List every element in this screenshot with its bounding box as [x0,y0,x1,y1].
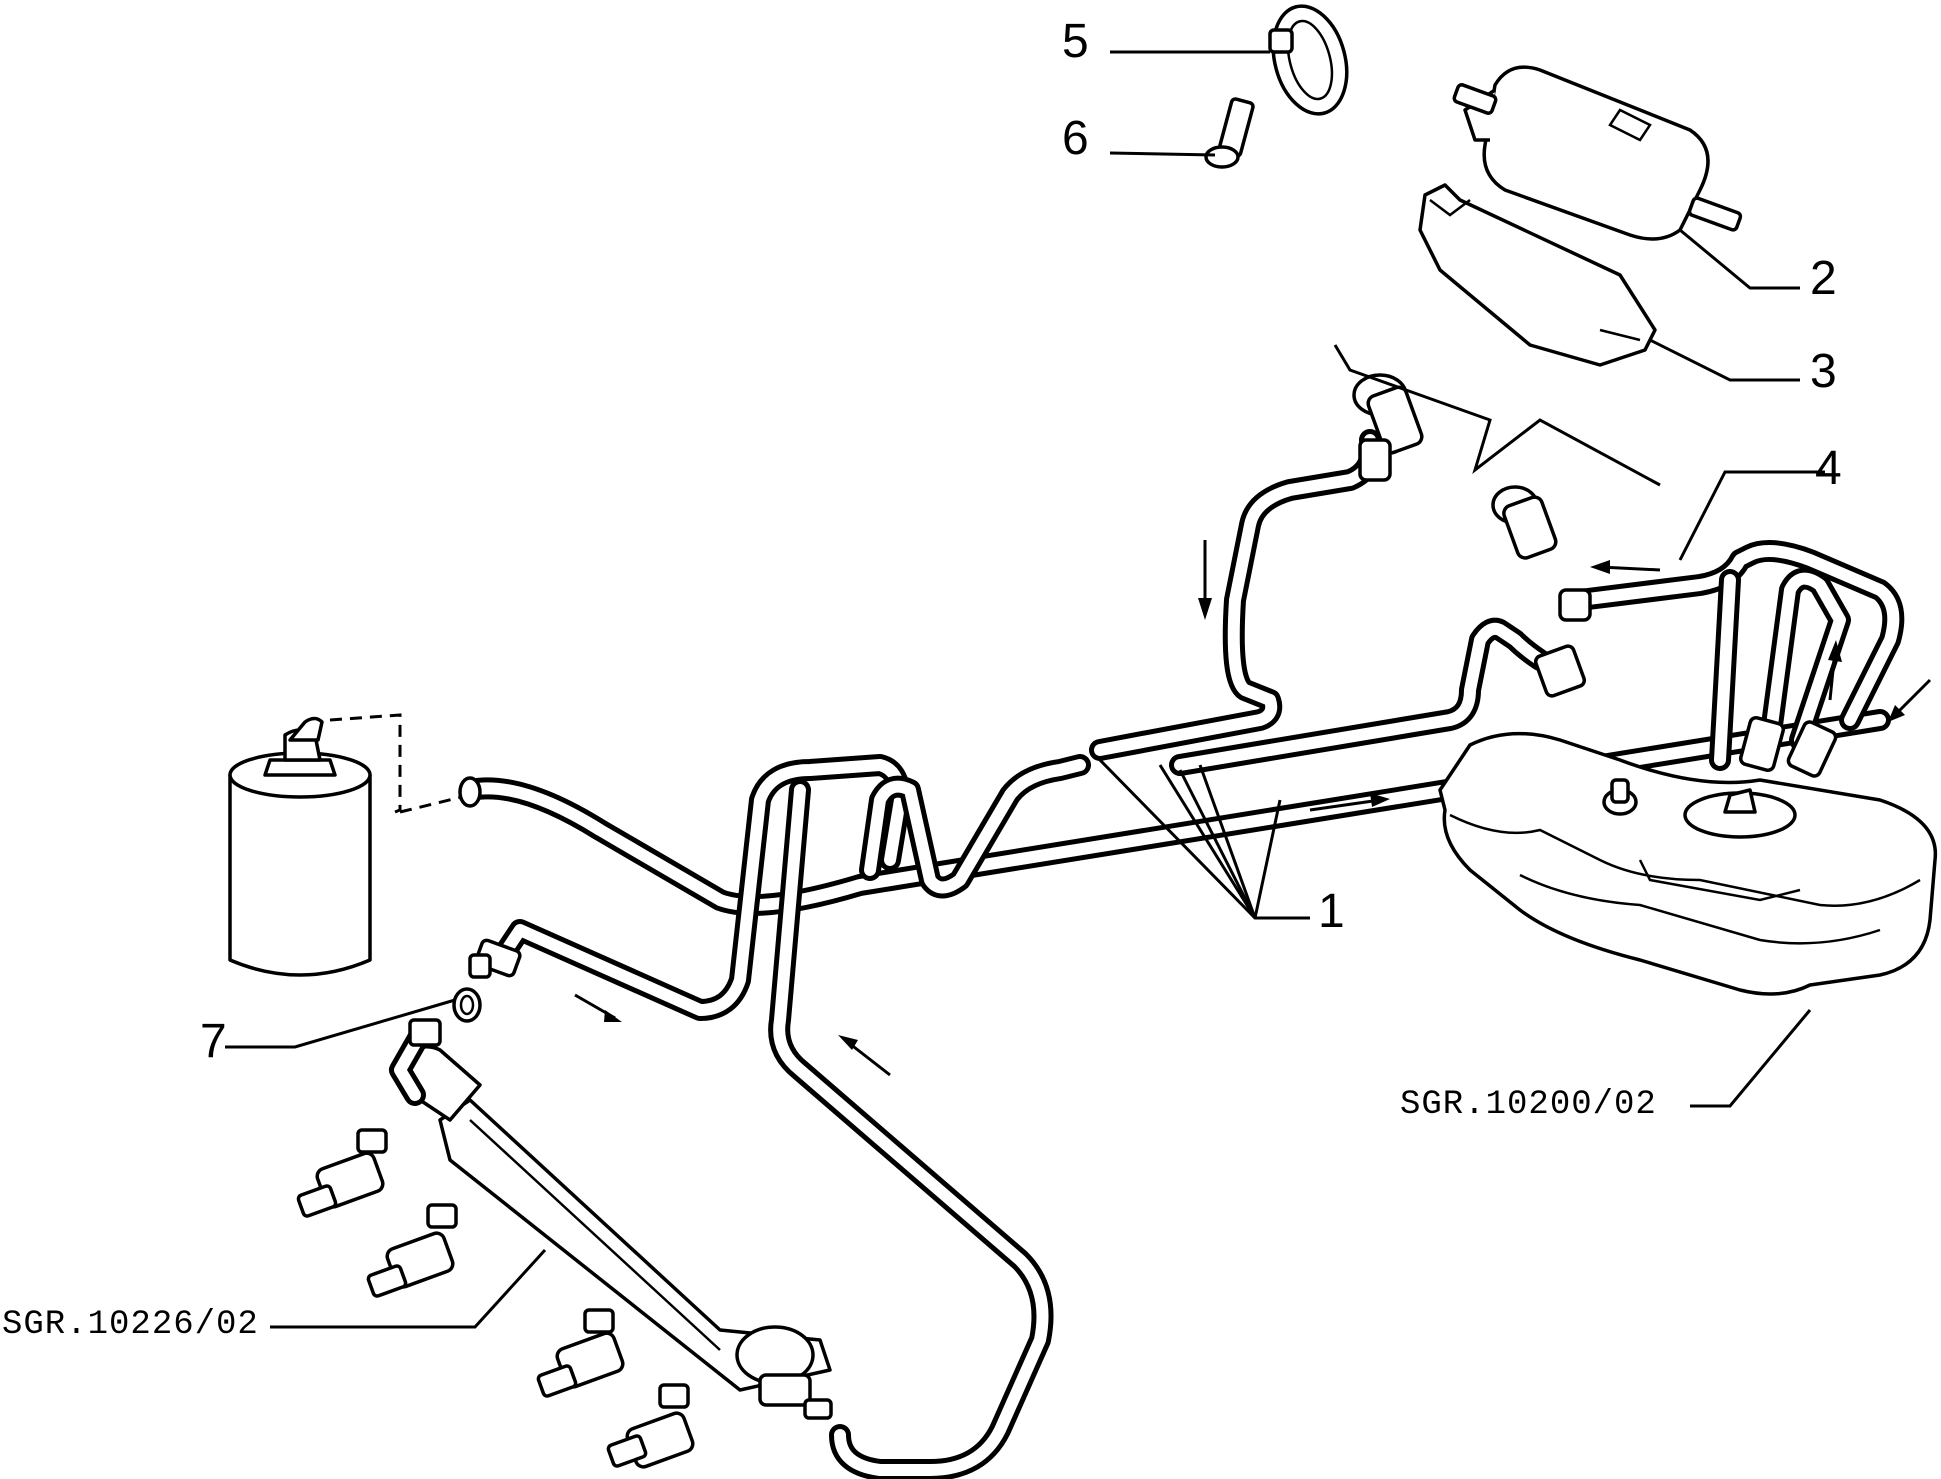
callout-5: 5 [1062,15,1089,68]
carbon-canister [228,713,482,977]
injector [366,1203,458,1298]
callout-4: 4 [1815,442,1842,495]
fuel-tank [1438,731,1938,996]
injector [296,1128,388,1218]
fuel-filter [1452,65,1743,241]
leader-lines [225,50,1825,1329]
callout-3: 3 [1810,345,1837,398]
pipe-fitting [468,938,522,979]
pipe-end-fittings [1533,644,1838,778]
callout-7: 7 [200,1015,227,1068]
flow-arrows [574,540,1932,1077]
top-connector [1352,373,1424,482]
callout-1: 1 [1318,885,1345,938]
callout-2: 2 [1810,252,1837,305]
pressure-regulator [735,1325,833,1420]
injector [606,1383,695,1469]
injector-rail-reference: SGR.10226/02 [2,1306,259,1344]
fixing-bolt [1204,97,1255,169]
injector-rail [296,1018,833,1469]
callout-6: 6 [1062,112,1089,165]
pipe-clamp [1268,4,1349,116]
injector [536,1308,625,1398]
tank-reference: SGR.10200/02 [1400,1086,1657,1124]
filter-bracket [1418,183,1657,367]
seal-ring [452,987,482,1023]
fuel-pipes [459,429,1905,1479]
hose-connector-4 [1491,485,1592,622]
